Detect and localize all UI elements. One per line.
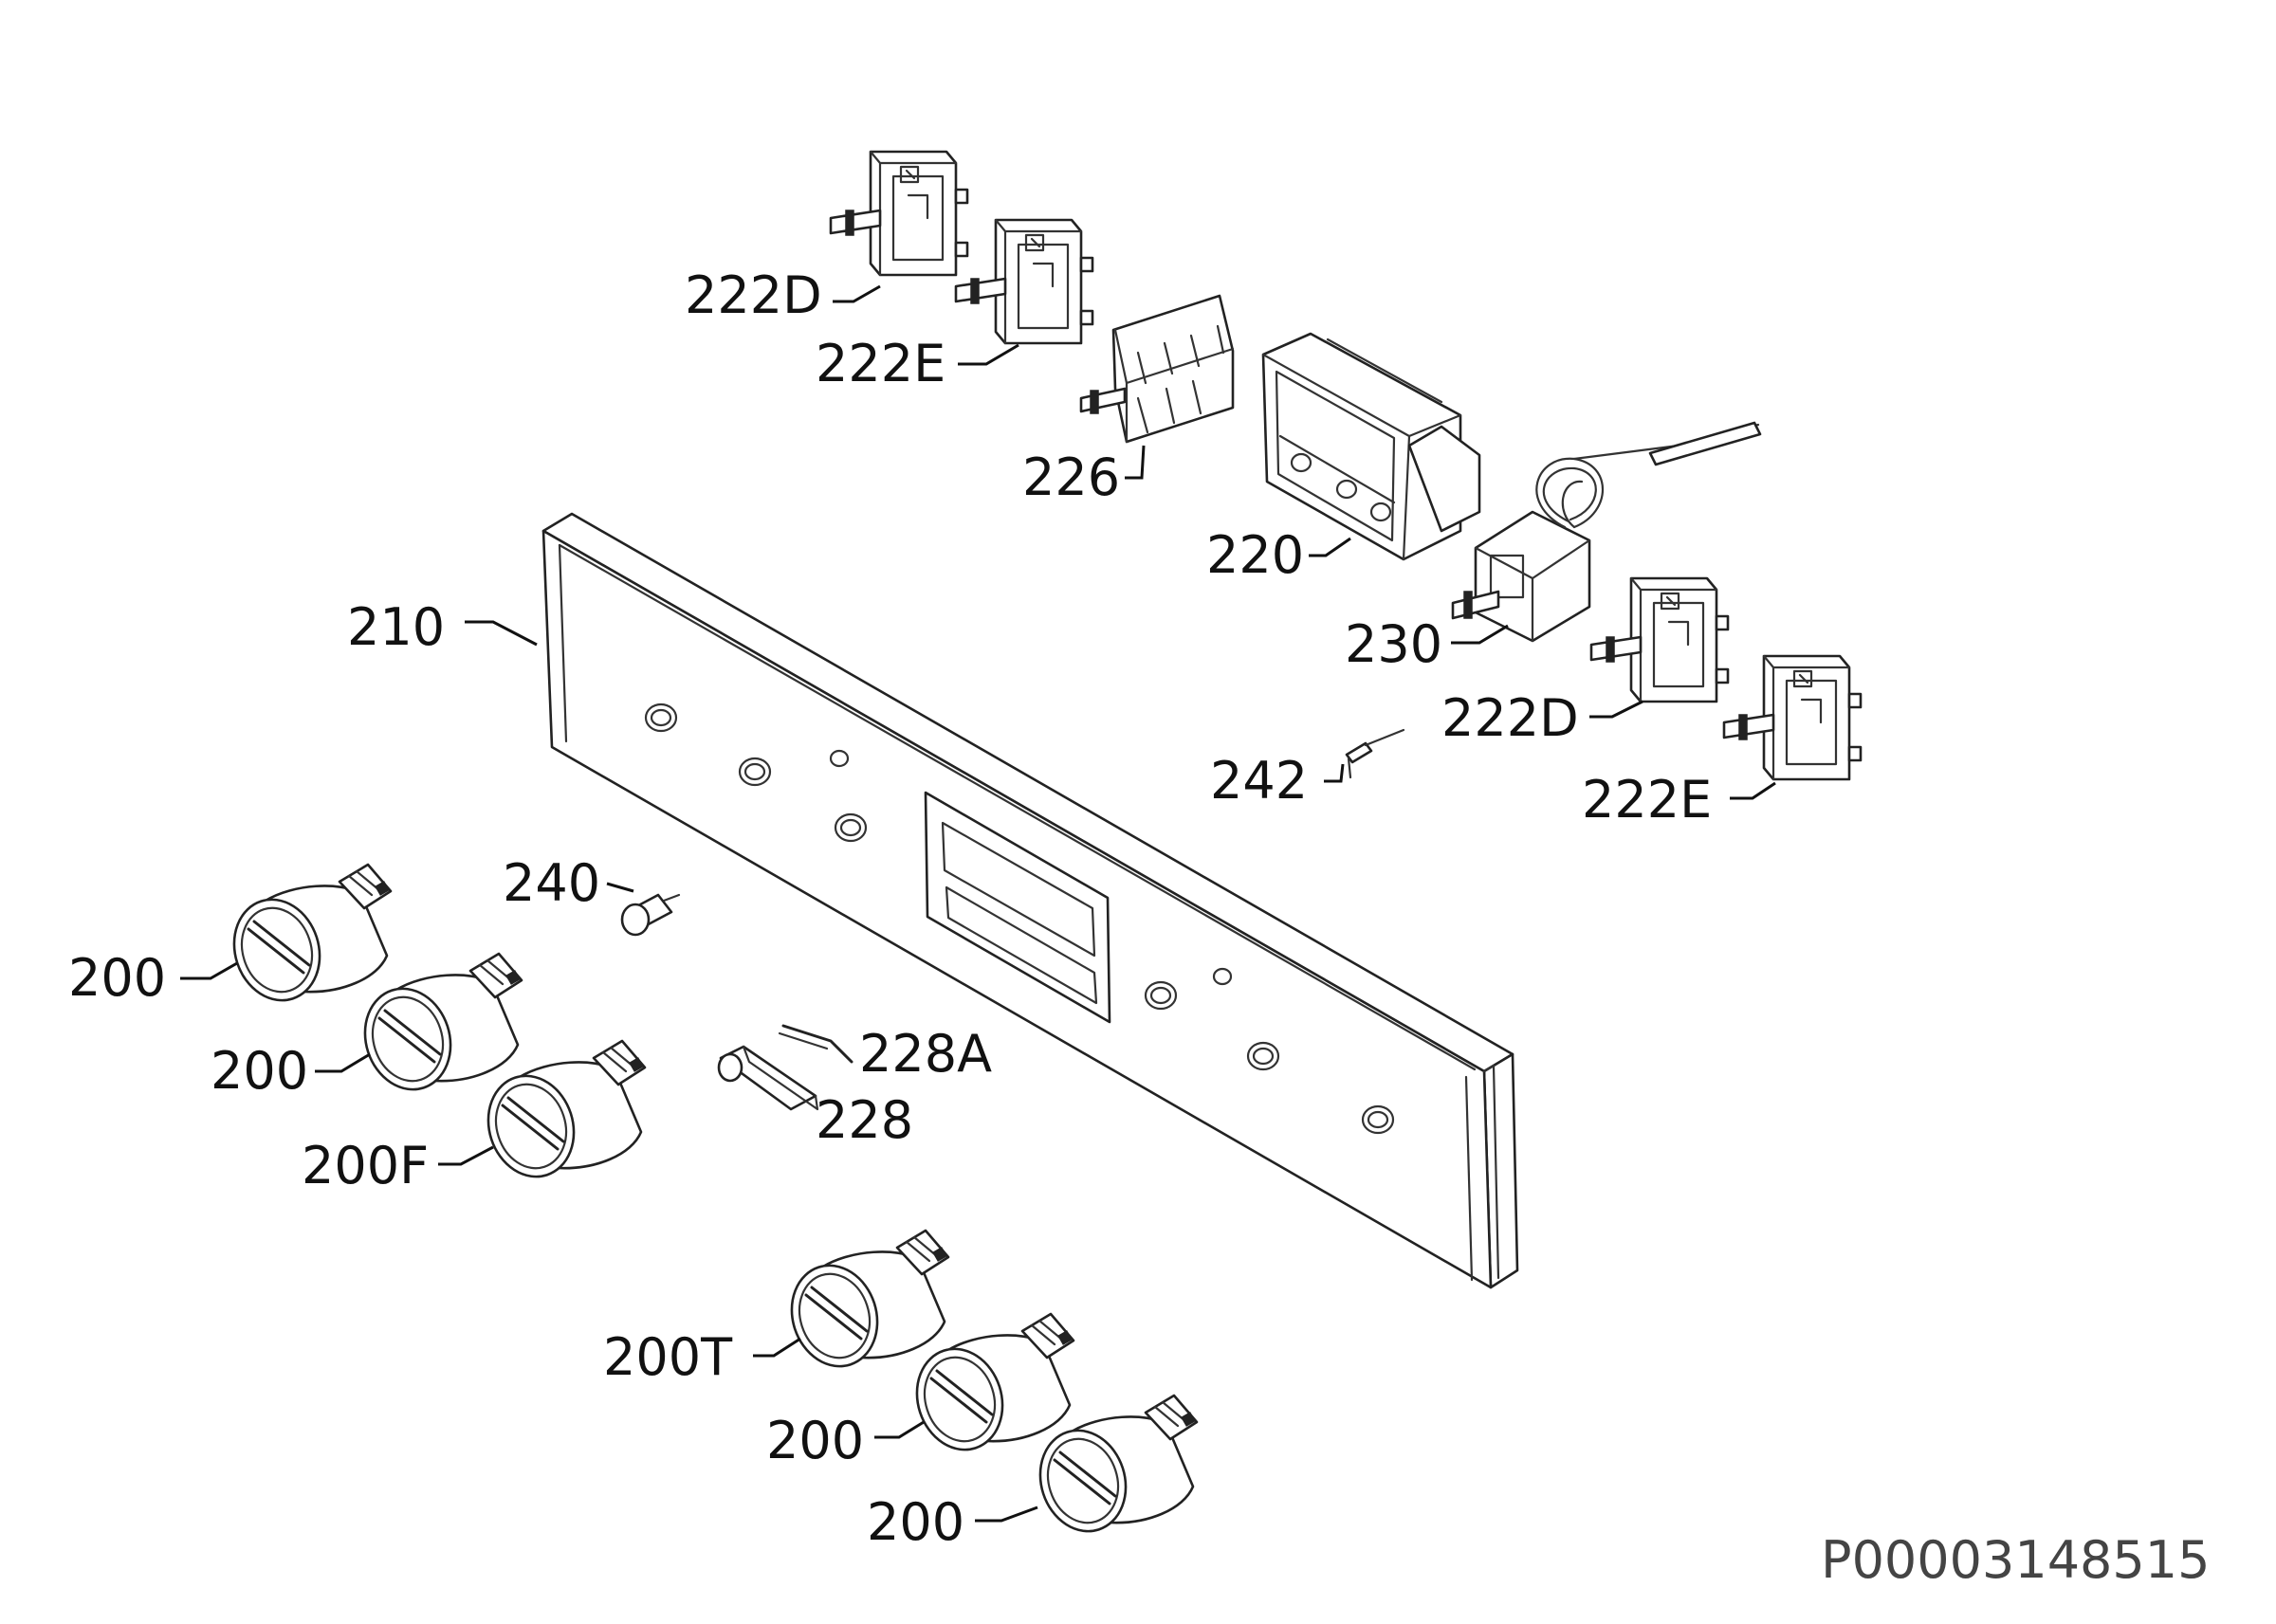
- label-200T: 200T: [603, 1327, 733, 1387]
- drawing-code: P00003148515: [1821, 1530, 2210, 1590]
- label-220: 220: [1206, 525, 1304, 585]
- label-242: 242: [1210, 751, 1308, 811]
- label-200F: 200F: [302, 1136, 429, 1195]
- selector-switch-226: [1079, 294, 1235, 444]
- label-228: 228: [816, 1090, 913, 1150]
- energy-regulator-222D-top: [829, 150, 969, 277]
- thermostat-230: [1451, 421, 1762, 643]
- label-200-c: 200: [766, 1411, 864, 1470]
- label-222E-top: 222E: [816, 334, 945, 393]
- energy-regulator-222E-top: [954, 218, 1094, 345]
- knob-200T: [777, 1229, 950, 1379]
- label-210: 210: [347, 597, 445, 657]
- label-222D-right: 222D: [1441, 688, 1579, 748]
- knob-200-a: [219, 863, 393, 1013]
- label-222E-right: 222E: [1582, 770, 1712, 830]
- label-228A: 228A: [859, 1024, 992, 1084]
- indicator-lamp-240: [620, 893, 681, 937]
- label-230: 230: [1345, 614, 1442, 674]
- sensor-242: [1345, 728, 1405, 779]
- knob-200-b: [350, 952, 523, 1103]
- control-panel-210: [541, 512, 1519, 1289]
- clip-228: [717, 1045, 819, 1111]
- label-222D-top: 222D: [685, 265, 822, 325]
- label-226: 226: [1022, 447, 1120, 507]
- leader-lines: [180, 284, 1776, 1523]
- timer-housing-220: [1261, 332, 1481, 561]
- label-200-a: 200: [68, 948, 166, 1008]
- pin-228A: [778, 1024, 854, 1064]
- label-240: 240: [503, 853, 600, 913]
- label-200-d: 200: [867, 1492, 964, 1552]
- energy-regulator-222D-right: [1589, 576, 1730, 703]
- energy-regulator-222E-right: [1722, 654, 1863, 781]
- label-200-b: 200: [211, 1041, 308, 1101]
